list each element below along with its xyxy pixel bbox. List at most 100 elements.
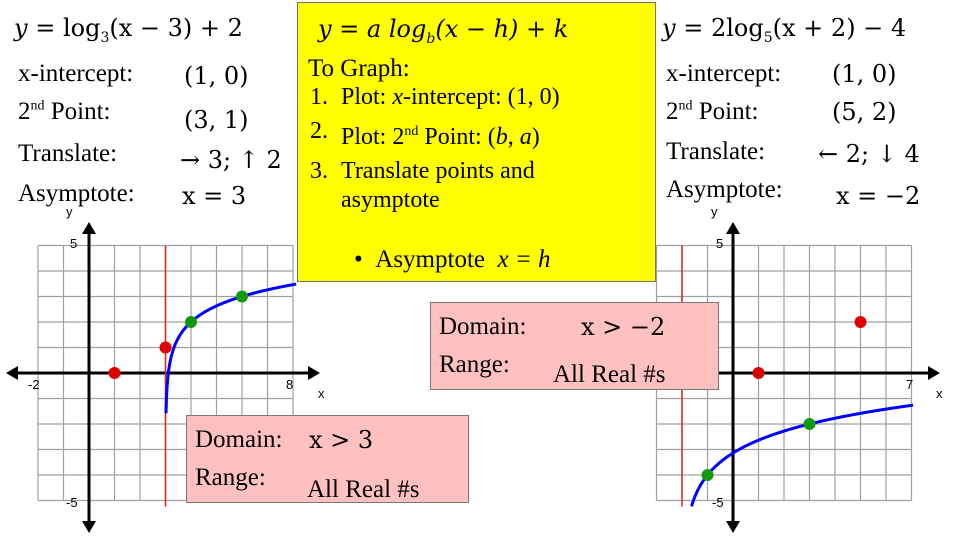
general-eq-base: b [426, 30, 436, 47]
right-2nd-text: Point: [692, 98, 759, 125]
right-2nd-num: 2 [666, 98, 679, 125]
step-2-num: 2. [310, 118, 328, 144]
left-x-intercept-label: x-intercept: [18, 60, 134, 87]
right-log-curve [690, 403, 914, 507]
right-translate-value: ← 2; ↓ 4 [818, 140, 920, 168]
green-point [701, 469, 714, 481]
step-1: 1. Plot: x-intercept: (1, 0) [308, 83, 560, 112]
right-equation: y = 2log5(x + 2) − 4 [662, 14, 906, 46]
green-point [236, 290, 248, 303]
right-x-intercept-value: (1, 0) [832, 60, 897, 88]
left-x-axis-label: x [318, 386, 325, 401]
left-tick-y-min: -5 [66, 495, 78, 510]
step-2-post: Point: ( [418, 124, 496, 150]
general-eq-rhs: (x − h) + k [435, 15, 569, 43]
right-second-point-value: (5, 2) [832, 98, 897, 126]
right-eq-arg: (x + 2) − 4 [772, 14, 907, 42]
right-domain-range-box: Domain: x > −2 Range: All Real #s [430, 302, 719, 390]
left-translate-value: → 3; ↑ 2 [180, 146, 282, 174]
left-tick-x-max: 8 [286, 377, 293, 392]
bullet-icon: • [354, 246, 363, 273]
left-2nd-num: 2 [18, 98, 31, 125]
left-range-label: Range: [195, 464, 266, 491]
general-form-box: y = a logb(x − h) + k To Graph: 1. Plot:… [297, 2, 656, 282]
left-2nd-text: Point: [44, 98, 111, 125]
left-eq-equals: = [35, 14, 56, 42]
graph-steps-list: 1. Plot: x-intercept: (1, 0) 2. Plot: 2nd… [308, 83, 560, 215]
x-axis-right-arrow-icon [928, 366, 940, 380]
right-tick-x-max: 7 [906, 377, 913, 392]
general-eq-lhs: y = a log [318, 15, 427, 43]
left-translate-label: Translate: [18, 140, 118, 167]
step-1-post: -intercept: (1, 0) [403, 84, 560, 110]
right-x-axis-label: x [936, 386, 943, 401]
y-axis-up-arrow-icon [82, 222, 96, 234]
y-axis-up-arrow-icon [726, 222, 740, 234]
step-1-x: x [392, 84, 404, 110]
left-asymptote-label: Asymptote: [18, 180, 135, 207]
left-tick-y-max: 5 [70, 236, 77, 251]
step-2: 2. Plot: 2nd Point: (b, a) [308, 117, 560, 152]
left-domain-value: x > 3 [309, 426, 374, 454]
right-translate-label: Translate: [666, 138, 766, 165]
step-2-pre: Plot: 2 [341, 124, 405, 150]
left-x-intercept-value: (1, 0) [184, 62, 249, 90]
right-domain-value: x > −2 [581, 313, 666, 341]
left-range-value: All Real #s [307, 476, 420, 503]
right-tick-y-max: 5 [716, 236, 723, 251]
left-second-point-label: 2nd Point: [18, 98, 111, 126]
asymptote-rule-text: Asymptote [375, 246, 485, 273]
y-axis-down-arrow-icon [726, 521, 740, 533]
left-equation: y = log3(x − 3) + 2 [14, 14, 243, 46]
right-eq-coef: 2 [710, 14, 727, 42]
green-point [185, 316, 197, 328]
step-2-b: b [495, 124, 508, 150]
left-asymptote-value: x = 3 [182, 182, 247, 210]
left-graph-axes [6, 222, 320, 533]
general-equation: y = a logb(x − h) + k [318, 15, 568, 47]
green-point [803, 418, 816, 430]
right-eq-equals: = [683, 14, 704, 42]
step-3-line2: asymptote [341, 187, 440, 213]
left-domain-range-box: Domain: x > 3 Range: All Real #s [186, 415, 469, 503]
right-x-intercept-label: x-intercept: [666, 60, 782, 87]
right-domain-label: Domain: [439, 313, 527, 340]
x-axis-left-arrow-icon [6, 366, 18, 380]
right-range-value: All Real #s [553, 361, 666, 388]
right-2nd-sup: nd [678, 98, 693, 114]
left-eq-y: y [14, 14, 28, 42]
step-2-sup: nd [404, 124, 419, 139]
red-point [108, 367, 121, 379]
asymptote-rule-eq: x = h [497, 246, 551, 273]
left-second-point-value: (3, 1) [184, 106, 249, 134]
step-3-line1: Translate points and [341, 158, 535, 184]
step-3: 3. Translate points and asymptote [308, 157, 560, 215]
left-domain-label: Domain: [195, 426, 283, 453]
left-eq-base: 3 [100, 29, 110, 46]
left-tick-x-min: -2 [28, 377, 40, 392]
to-graph-heading: To Graph: [308, 55, 410, 82]
step-2-a: a [519, 124, 532, 150]
x-axis-right-arrow-icon [308, 366, 320, 380]
right-y-axis-label: y [711, 204, 718, 219]
asymptote-rule: • Asymptote x = h [354, 246, 550, 274]
left-2nd-sup: nd [30, 98, 45, 114]
step-1-num: 1. [310, 84, 328, 110]
red-point [159, 341, 172, 354]
right-eq-log: log [726, 14, 764, 42]
left-y-axis-label: y [66, 204, 73, 219]
right-eq-base: 5 [763, 29, 773, 46]
step-2-close: ) [531, 124, 540, 150]
red-point [752, 367, 765, 379]
right-second-point-label: 2nd Point: [666, 98, 759, 126]
right-tick-y-min: -5 [712, 495, 724, 510]
red-point [854, 316, 867, 328]
left-eq-arg: (x − 3) + 2 [109, 14, 243, 42]
right-eq-y: y [662, 14, 676, 42]
step-2-comma: , [507, 124, 520, 150]
left-eq-log: log [62, 14, 101, 42]
step-3-num: 3. [310, 158, 328, 184]
right-range-label: Range: [439, 351, 510, 378]
right-asymptote-value: x = −2 [836, 182, 921, 210]
